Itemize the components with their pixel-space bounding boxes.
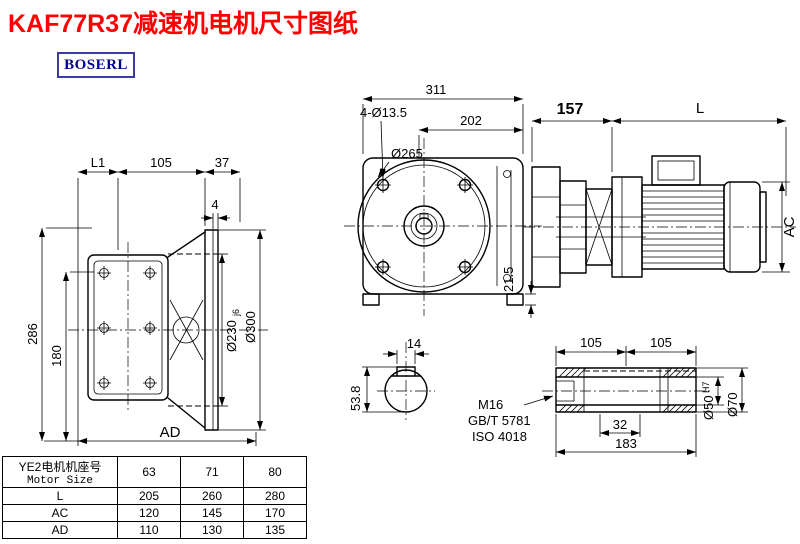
dim-14: 14	[407, 336, 421, 351]
table-cell: 130	[180, 521, 244, 539]
dim-ad: AD	[160, 424, 181, 441]
dim-bolt-holes: 4-Ø13.5	[360, 105, 407, 120]
dim-180: 180	[49, 345, 64, 367]
table-cell: 260	[180, 487, 244, 505]
motor-size-table: YE2电机机座号 Motor Size 63 71 80 L 205 260 2…	[2, 456, 307, 539]
page-title: KAF77R37减速机电机尺寸图纸	[8, 10, 359, 38]
dim-53-8: 53.8	[348, 386, 363, 411]
standard-gb: GB/T 5781	[468, 413, 531, 428]
dim-311: 311	[426, 82, 447, 97]
motor-view: 157 L AC	[524, 100, 798, 288]
dim-21-5: 21.5	[501, 267, 516, 292]
dim-d70: Ø70	[725, 392, 740, 417]
brand-logo: BOSERL	[57, 52, 135, 78]
terminal-box	[651, 155, 701, 186]
standard-iso: ISO 4018	[472, 429, 527, 444]
shaft-detail-view: M16 GB/T 5781 ISO 4018 105 105 32 183	[468, 335, 748, 457]
motor-size-column-71: 71	[180, 456, 244, 488]
motor-size-column-63: 63	[117, 456, 181, 488]
hollow-shaft-outline	[555, 367, 697, 413]
row-label-ac: AC	[2, 504, 118, 522]
table-cell: 110	[117, 521, 181, 539]
dim-183: 183	[615, 436, 637, 451]
motor-size-column-80: 80	[243, 456, 307, 488]
dim-l1: L1	[91, 155, 105, 170]
dim-105-right: 105	[650, 335, 672, 350]
dim-d50-tolerance: H7	[701, 381, 711, 393]
dim-l-motor: L	[696, 100, 704, 117]
table-cell: 170	[243, 504, 307, 522]
dim-202: 202	[460, 113, 482, 128]
table-cell: 120	[117, 504, 181, 522]
table-header-cn: YE2电机机座号	[18, 459, 102, 474]
dim-32: 32	[613, 417, 627, 432]
dim-ac: AC	[781, 216, 798, 237]
table-header-cell: YE2电机机座号 Motor Size	[2, 456, 118, 488]
dim-37: 37	[215, 155, 229, 170]
dim-d230: Ø230	[224, 320, 239, 352]
row-label-ad: AD	[2, 521, 118, 539]
dim-286: 286	[25, 323, 40, 345]
dim-d300: Ø300	[243, 311, 258, 343]
table-cell: 145	[180, 504, 244, 522]
front-view: 311 202 4-Ø13.5 Ø265 21.5	[344, 82, 542, 318]
dim-d265: Ø265	[391, 146, 423, 161]
dim-105: 105	[150, 155, 172, 170]
dim-4: 4	[211, 197, 218, 212]
left-view: L1 105 37 4	[25, 155, 268, 446]
thread-callout: M16	[478, 397, 503, 412]
table-header-en: Motor Size	[26, 474, 93, 487]
table-cell: 135	[243, 521, 307, 539]
table-cell: 205	[117, 487, 181, 505]
dim-157: 157	[557, 101, 584, 118]
row-label-l: L	[2, 487, 118, 505]
dim-d50: Ø50	[701, 395, 716, 420]
table-cell: 280	[243, 487, 307, 505]
shaft-section-view: 14 53.8	[348, 336, 435, 420]
dim-105-left: 105	[580, 335, 602, 350]
dim-d230-tolerance: j6	[231, 309, 241, 317]
